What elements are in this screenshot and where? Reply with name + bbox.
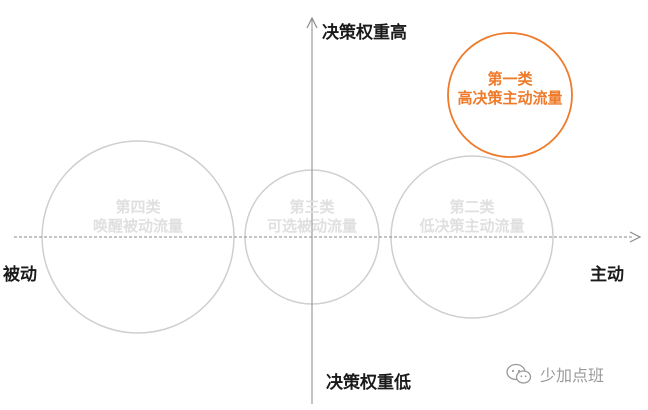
watermark: 少加点班 (506, 362, 604, 386)
y-axis-low-label: 决策权重低 (326, 373, 411, 393)
y-axis-arrow (306, 16, 318, 29)
y-axis-high-label: 决策权重高 (322, 23, 407, 43)
circle-2-title: 第二类 (449, 198, 495, 216)
circle-4-title: 第四类 (115, 198, 161, 216)
circle-3-subtitle: 可选被动流量 (266, 217, 358, 235)
watermark-text: 少加点班 (540, 366, 605, 385)
circle-1 (447, 32, 573, 158)
circle-2-text: 第二类 低决策主动流量 (419, 198, 524, 236)
circle-4-subtitle: 唤醒被动流量 (92, 217, 184, 235)
circle-1-subtitle: 高决策主动流量 (457, 89, 563, 107)
circle-1-title: 第一类 (487, 70, 533, 88)
circle-3-text: 第三类 可选被动流量 (267, 198, 357, 236)
circle-3-title: 第三类 (289, 198, 335, 216)
wechat-icon (506, 363, 532, 384)
x-axis-passive-label: 被动 (3, 265, 37, 285)
circle-4-text: 第四类 唤醒被动流量 (93, 198, 183, 236)
circle-1-text: 第一类 高决策主动流量 (457, 70, 562, 108)
circle-2-subtitle: 低决策主动流量 (419, 217, 525, 235)
x-axis-active-label: 主动 (590, 265, 624, 285)
x-axis-arrow (629, 231, 642, 243)
